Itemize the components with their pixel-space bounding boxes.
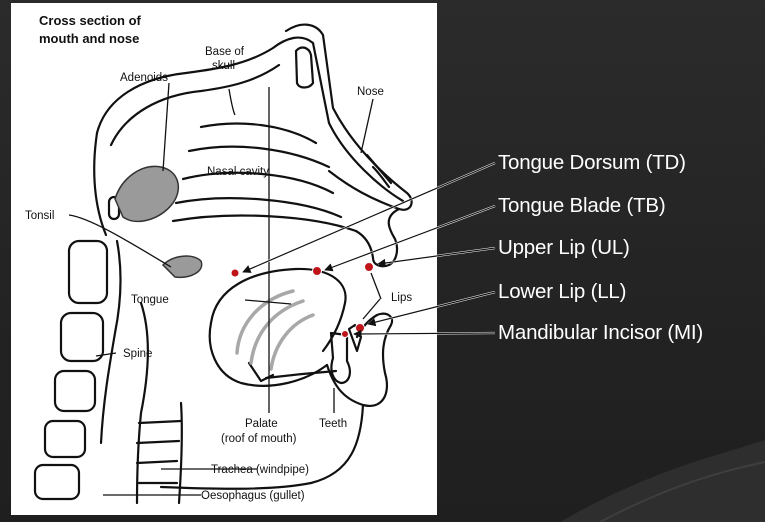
arrow-ul: [378, 248, 495, 264]
arrow-ll: [368, 292, 495, 324]
arrow-td: [243, 163, 495, 272]
